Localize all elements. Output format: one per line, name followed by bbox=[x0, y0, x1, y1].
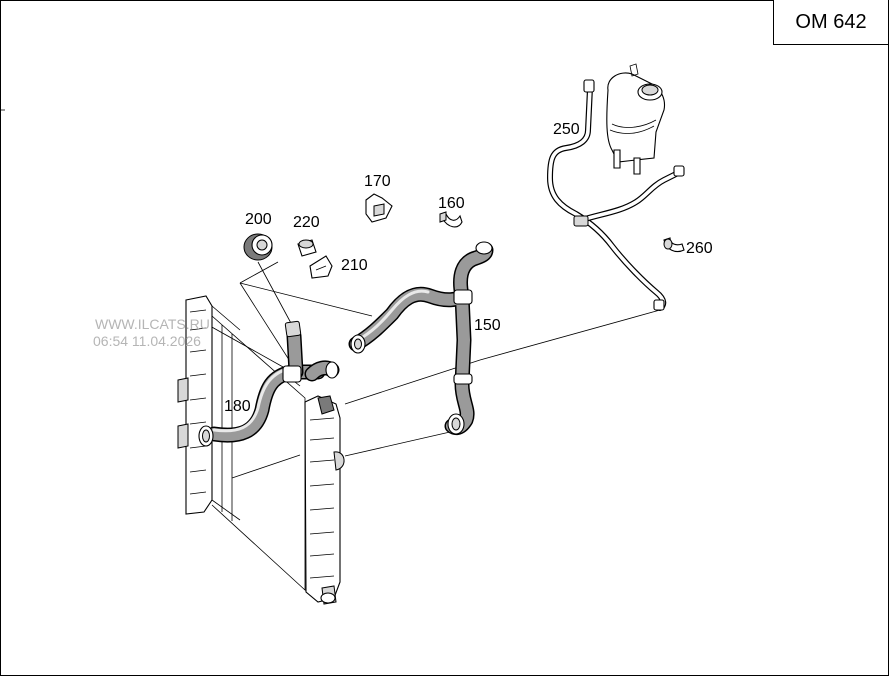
callout-200: 200 bbox=[245, 211, 272, 228]
callout-260: 260 bbox=[686, 240, 713, 257]
hose-150 bbox=[348, 241, 494, 436]
callout-180: 180 bbox=[224, 398, 251, 415]
callout-250: 250 bbox=[553, 121, 580, 138]
clamp-260 bbox=[663, 237, 685, 253]
watermark-timestamp: 06:54 11.04.2026 bbox=[93, 333, 201, 349]
callout-160: 160 bbox=[438, 195, 465, 212]
clip-210 bbox=[309, 255, 333, 279]
callout-150: 150 bbox=[474, 317, 501, 334]
cap-200 bbox=[243, 233, 273, 261]
callout-labels: 150 160 170 180 200 210 220 250 260 bbox=[224, 121, 713, 415]
hose-180 bbox=[198, 320, 340, 447]
callout-170: 170 bbox=[364, 173, 391, 190]
callout-210: 210 bbox=[341, 257, 368, 274]
expansion-tank bbox=[606, 63, 666, 175]
pipe-250 bbox=[547, 79, 685, 311]
engine-code-label: OM 642 bbox=[773, 0, 888, 45]
watermark: WWW.ILCATS.RU 06:54 11.04.2026 bbox=[93, 316, 210, 349]
clamp-160 bbox=[439, 211, 463, 228]
radiator-left-tank bbox=[177, 295, 241, 521]
watermark-site: WWW.ILCATS.RU bbox=[95, 316, 210, 332]
bracket-170 bbox=[365, 193, 393, 223]
radiator-right-tank bbox=[304, 395, 345, 605]
sleeve-220 bbox=[297, 239, 317, 257]
callout-220: 220 bbox=[293, 214, 320, 231]
